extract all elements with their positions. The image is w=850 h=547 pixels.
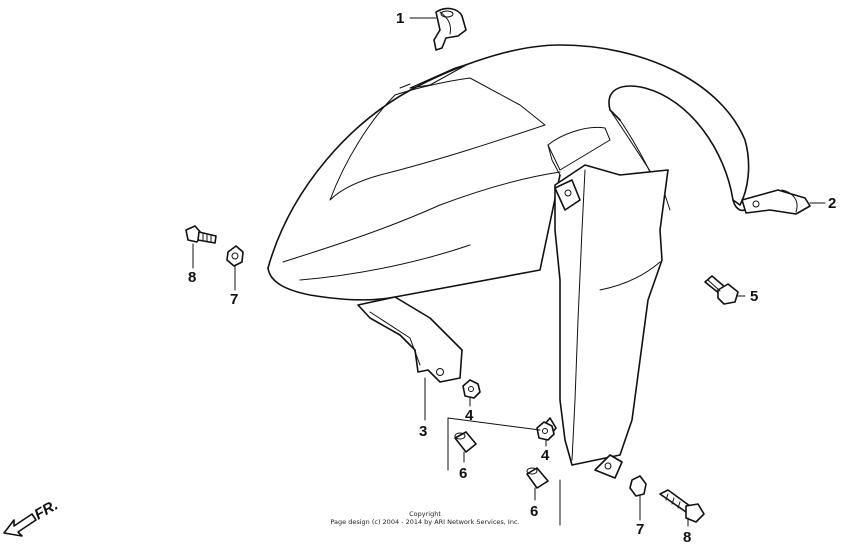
nut-part-7-right <box>629 475 647 497</box>
arrow-icon <box>3 513 37 537</box>
nut-part-7-left <box>226 245 244 267</box>
collar-part-6-b <box>526 467 549 489</box>
callout-8-b: 8 <box>683 529 691 546</box>
callout-2: 2 <box>828 195 836 212</box>
callout-7-b: 7 <box>636 521 644 538</box>
nut-part-4-b <box>536 421 555 441</box>
grouping-lines <box>447 417 561 526</box>
callout-5: 5 <box>750 288 758 305</box>
bolt-part-5 <box>704 275 739 305</box>
copyright-line-2: Page design (c) 2004 - 2014 by ARI Netwo… <box>330 518 519 526</box>
collar-part-6-a <box>454 431 477 453</box>
callout-labels: 1 2 3 4 4 5 6 6 7 7 8 8 <box>188 10 836 546</box>
callout-4-a: 4 <box>465 407 474 424</box>
front-direction-arrow: FR. <box>3 497 61 537</box>
leader-lines <box>192 17 826 527</box>
copyright-notice: Copyright Page design (c) 2004 - 2014 by… <box>330 510 519 526</box>
copyright-line-1: Copyright <box>409 510 441 518</box>
nut-part-4-a <box>462 379 481 399</box>
bolt-part-8-left <box>185 225 217 244</box>
callout-7-a: 7 <box>230 291 238 308</box>
clip-part-1 <box>433 7 467 51</box>
clip-part-2 <box>741 189 811 215</box>
callout-3: 3 <box>419 423 427 440</box>
callout-6-a: 6 <box>459 465 467 482</box>
bolt-part-8-right <box>659 489 705 523</box>
callout-1: 1 <box>396 10 404 27</box>
callout-8-a: 8 <box>188 269 196 286</box>
callout-6-b: 6 <box>530 503 538 520</box>
front-fender <box>267 44 750 301</box>
callout-4-b: 4 <box>541 447 550 464</box>
fender-bracket <box>357 296 463 383</box>
